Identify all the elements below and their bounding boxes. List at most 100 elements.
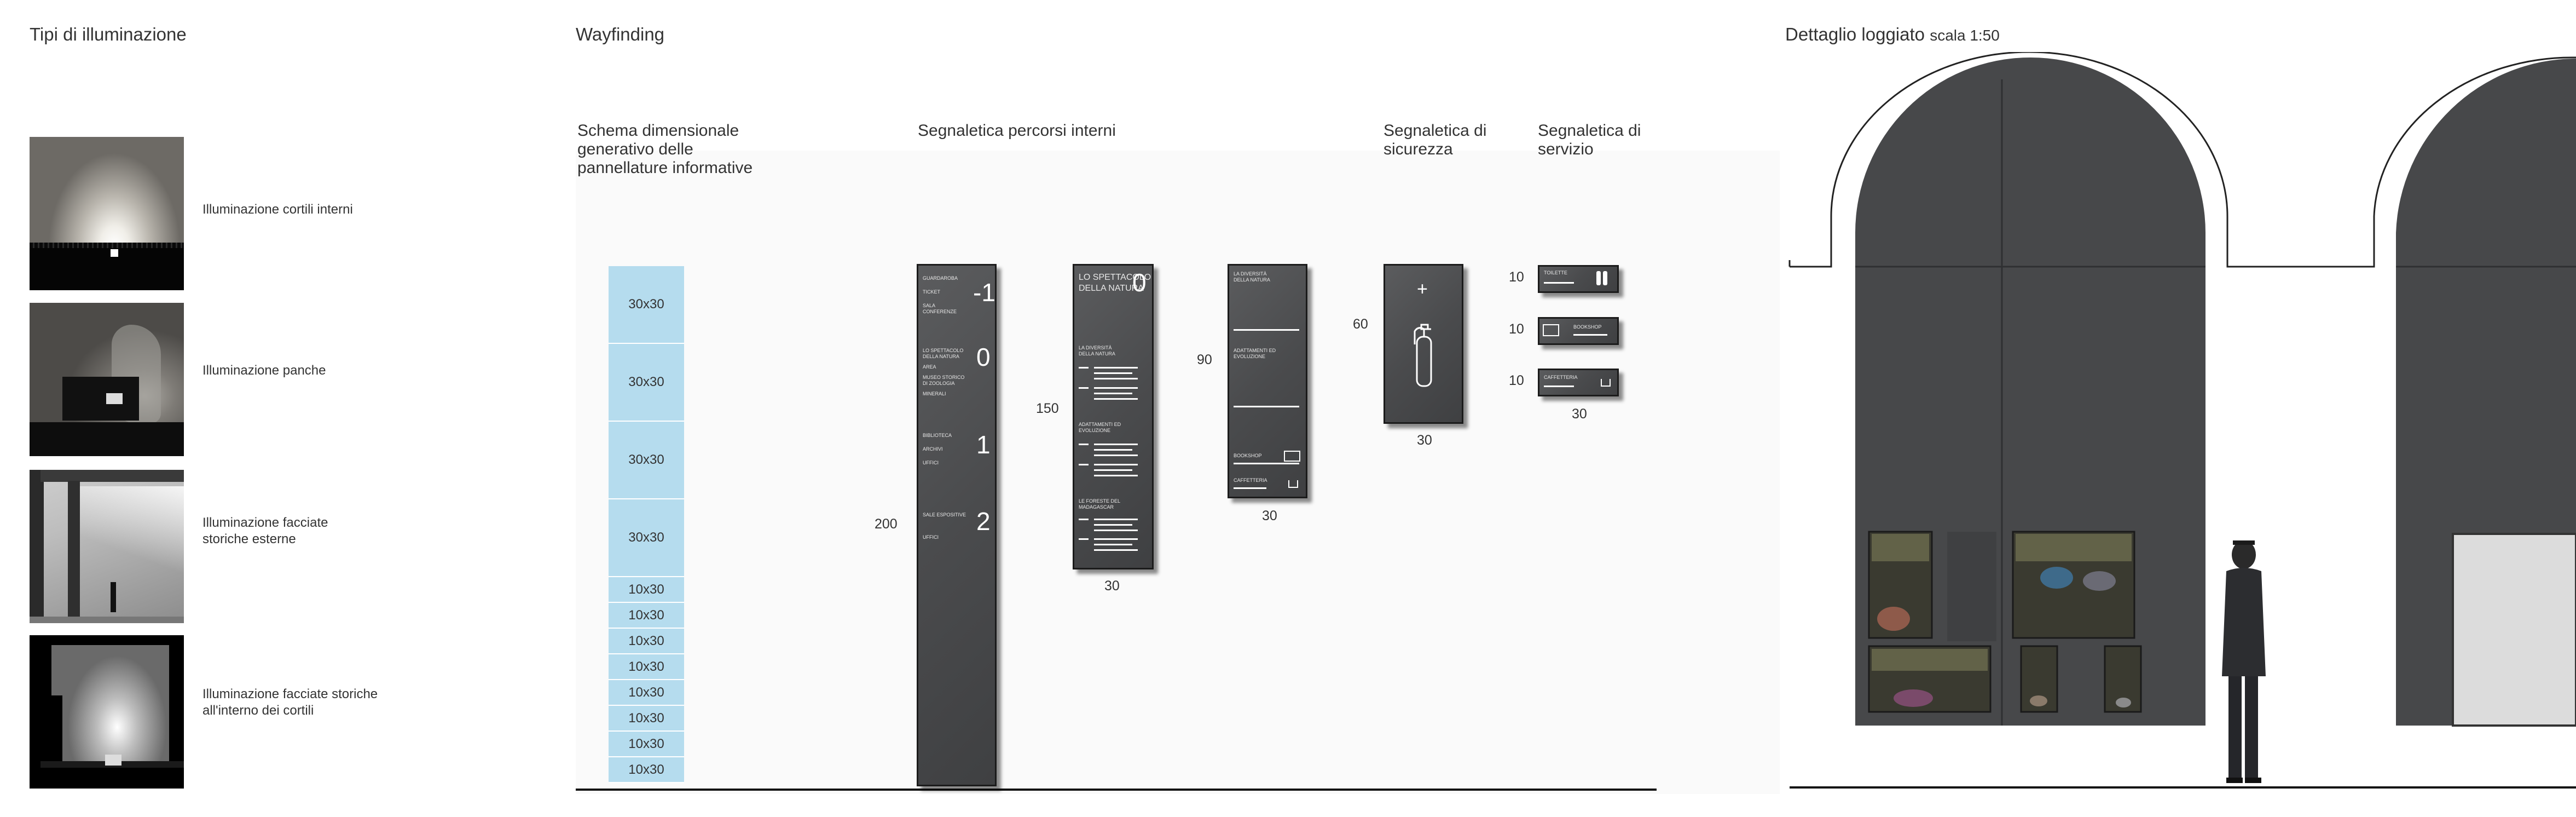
lighting-courtyard-image	[30, 137, 184, 290]
loggia-drawing	[1788, 52, 2576, 789]
totem-floor-number: 1	[976, 430, 991, 459]
schema-box-10x30: 10x30	[609, 654, 684, 680]
lighting-label-4: Illuminazione facciate storiche all'inter…	[202, 686, 378, 719]
schema-box-10x30: 10x30	[609, 757, 684, 783]
dim-panel90-width: 30	[1262, 508, 1277, 523]
totem-item: MUSEO STORICO DI ZOOLOGIA	[923, 375, 965, 386]
totem-panel: GUARDAROBA TICKET SALA CONFERENZE -1 LO …	[917, 264, 997, 786]
lighting-label-4-line2: all'interno dei cortili	[202, 703, 314, 718]
dim-totem-height: 200	[875, 516, 898, 532]
dim-panel90-height: 90	[1197, 352, 1212, 367]
schema-title: Schema dimensionale generativo delle pan…	[577, 122, 752, 177]
info-panel-90: LA DIVERSITÀ DELLA NATURA ADATTAMENTI ED…	[1228, 264, 1307, 498]
totem-item: LO SPETTACOLO DELLA NATURA	[923, 348, 964, 359]
totem-floor-number: 0	[976, 343, 991, 371]
schema-box-30x30: 30x30	[609, 422, 684, 499]
totem-item: BIBLIOTECA	[923, 433, 952, 438]
arrow-left-icon	[1544, 386, 1574, 387]
lighting-label-3: Illuminazione facciate storiche esterne	[202, 515, 328, 548]
totem-item: TICKET	[923, 289, 941, 295]
lighting-external-facade-image	[30, 470, 184, 623]
lighting-label-1: Illuminazione cortili interni	[202, 202, 353, 218]
schema-box-10x30: 10x30	[609, 680, 684, 706]
service-label: TOILETTE	[1544, 270, 1567, 275]
arrow-right-icon	[1234, 329, 1299, 331]
dim-panel150-height: 150	[1036, 401, 1059, 416]
panel90-item: ADATTAMENTI ED EVOLUZIONE	[1234, 348, 1276, 359]
arrow-left-icon	[1544, 282, 1574, 284]
service-sign-toilette: TOILETTE	[1538, 265, 1619, 293]
dim-service-height: 10	[1509, 373, 1524, 388]
lighting-label-3-line2: storiche esterne	[202, 532, 296, 546]
service-label: BOOKSHOP	[1573, 324, 1602, 330]
dim-service-width: 30	[1572, 406, 1587, 422]
coffee-icon	[1288, 480, 1298, 488]
wayfinding-section-title: Wayfinding	[576, 24, 665, 44]
totem-item: ARCHIVI	[923, 446, 943, 452]
totem-group-3: BIBLIOTECA ARCHIVI UFFICI	[923, 433, 966, 466]
loggia-section-title: Dettaglio loggiato scala 1:50	[1785, 24, 2000, 45]
schema-box-30x30: 30x30	[609, 266, 684, 344]
totem-item: UFFICI	[923, 534, 939, 540]
service-sign-bookshop: BOOKSHOP	[1538, 317, 1619, 345]
panel150-title: LO SPETTACOLO DELLA NATURA	[1079, 272, 1151, 294]
dim-safety-width: 30	[1417, 433, 1432, 448]
panel150-title-line1: LO SPETTACOLO	[1079, 273, 1151, 282]
panel150-item: LA DIVERSITÀ DELLA NATURA	[1079, 345, 1115, 356]
wayfinding-background	[576, 151, 1780, 794]
dim-service-height: 10	[1509, 269, 1524, 285]
servizio-title-line1: Segnaletica di	[1538, 122, 1641, 140]
interni-title: Segnaletica percorsi interni	[918, 122, 1116, 140]
totem-item: SALA CONFERENZE	[923, 303, 957, 314]
loggia-scale: scala 1:50	[1930, 27, 2000, 44]
panel150-item: ADATTAMENTI ED EVOLUZIONE	[1079, 422, 1121, 433]
totem-group-2: LO SPETTACOLO DELLA NATURA AREA MUSEO ST…	[923, 348, 966, 397]
servizio-title: Segnaletica di servizio	[1538, 122, 1641, 159]
panel90-item: LA DIVERSITÀ DELLA NATURA	[1234, 271, 1270, 283]
totem-floor-number: 2	[976, 507, 991, 536]
servizio-title-line2: servizio	[1538, 140, 1594, 158]
schema-box-10x30: 10x30	[609, 629, 684, 654]
ground-line	[576, 789, 1657, 791]
arrow-left-icon	[1234, 406, 1299, 407]
lighting-bench-image	[30, 303, 184, 456]
panel90-item: BOOKSHOP	[1234, 453, 1262, 458]
plus-icon: +	[1417, 279, 1428, 300]
book-icon	[1543, 324, 1559, 336]
schema-box-10x30: 10x30	[609, 577, 684, 603]
dim-panel150-width: 30	[1104, 578, 1120, 594]
schema-box-10x30: 10x30	[609, 603, 684, 629]
totem-item: AREA	[923, 364, 936, 370]
safety-panel: +	[1383, 264, 1463, 424]
lighting-label-3-line1: Illuminazione facciate	[202, 515, 328, 530]
totem-item: SALE ESPOSITIVE	[923, 512, 966, 517]
schema-title-line3: pannellature informative	[577, 159, 753, 177]
schema-box-10x30: 10x30	[609, 706, 684, 732]
panel90-item: CAFFETTERIA	[1234, 477, 1267, 483]
fire-extinguisher-icon	[1414, 324, 1432, 387]
service-label: CAFFETTERIA	[1544, 375, 1578, 380]
lighting-section-title: Tipi di illuminazione	[30, 24, 187, 44]
sicurezza-title: Segnaletica di sicurezza	[1383, 122, 1486, 159]
coffee-icon	[1601, 379, 1611, 387]
toilet-icon	[1596, 271, 1601, 285]
totem-floor-number: -1	[973, 278, 995, 307]
schema-box-30x30: 30x30	[609, 344, 684, 422]
totem-group-4: SALE ESPOSITIVE UFFICI	[923, 512, 966, 540]
arrow-right-icon	[1573, 334, 1607, 336]
schema-title-line2: generativo delle	[577, 140, 693, 158]
lighting-label-4-line1: Illuminazione facciate storiche	[202, 687, 378, 701]
sicurezza-title-line1: Segnaletica di	[1383, 122, 1487, 140]
lighting-label-2-line1: Illuminazione panche	[202, 363, 326, 378]
totem-item: MINERALI	[923, 391, 946, 396]
loggia-title-text: Dettaglio loggiato	[1785, 24, 1925, 44]
schema-box-10x30: 10x30	[609, 732, 684, 757]
lighting-label-2: Illuminazione panche	[202, 363, 326, 379]
sicurezza-title-line2: sicurezza	[1383, 140, 1453, 158]
dim-service-height: 10	[1509, 321, 1524, 337]
service-sign-caffetteria: CAFFETTERIA	[1538, 369, 1619, 396]
dim-safety-height: 60	[1353, 317, 1368, 332]
schema-title-line1: Schema dimensionale	[577, 122, 739, 140]
book-icon	[1284, 451, 1300, 462]
totem-group-1: GUARDAROBA TICKET SALA CONFERENZE	[923, 275, 966, 315]
